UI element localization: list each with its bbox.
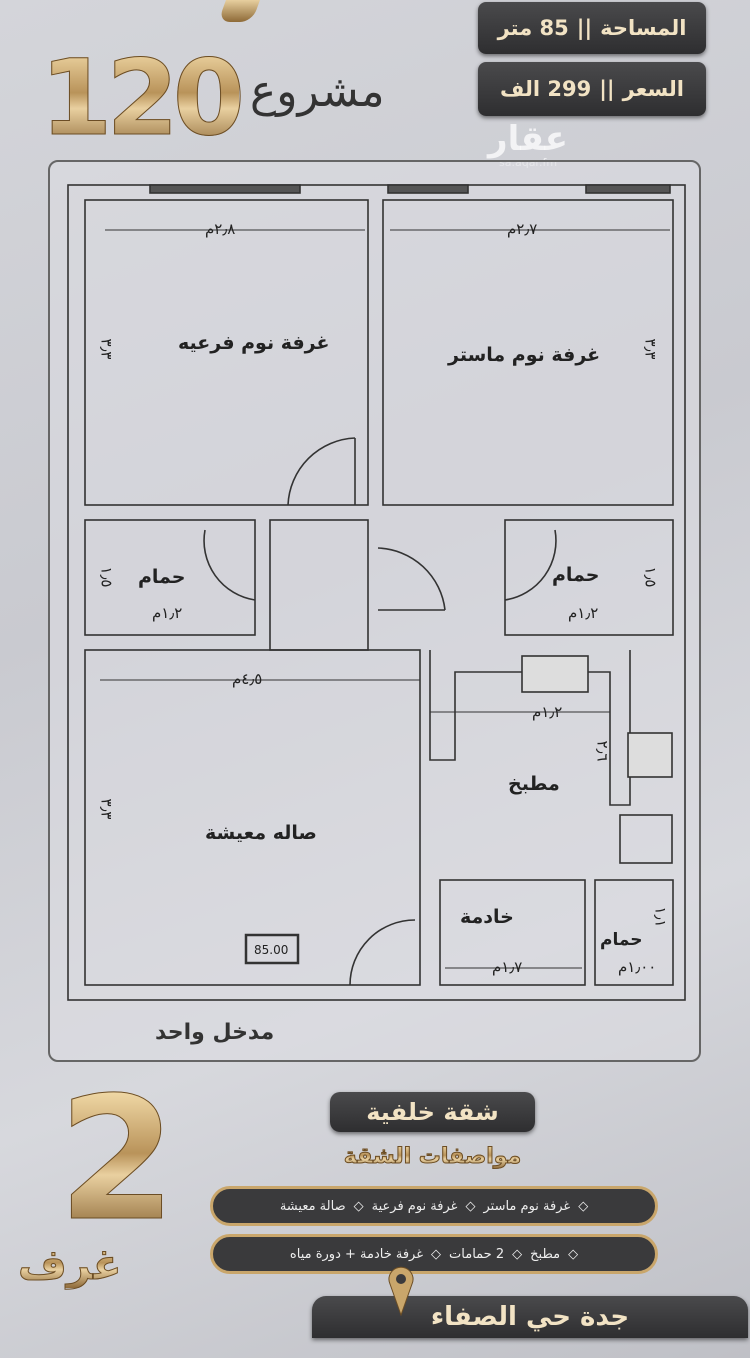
price-value: 299 الف: [500, 77, 592, 101]
feature: مطبخ: [530, 1246, 561, 1262]
room-secondary-bedroom: غرفة نوم فرعيه: [178, 332, 330, 354]
sink: [521, 655, 589, 693]
maid-room-wall: [439, 879, 586, 986]
features-row-1: ◇ غرفة نوم ماستر ◇ غرفة نوم فرعية ◇ صالة مع…: [210, 1186, 658, 1226]
project-number: 120: [39, 37, 245, 159]
room-master-bedroom: غرفة نوم ماستر: [448, 344, 601, 366]
room-living: صاله معيشة: [205, 822, 317, 844]
bullet: ◇: [465, 1198, 476, 1214]
separator: ||: [576, 16, 593, 40]
bullet: ◇: [431, 1246, 442, 1262]
room-bath-left: حمام: [138, 566, 186, 588]
features-row-2: ◇ مطبخ ◇ 2 حمامات ◇ غرفة خادمة + دورة مياه: [210, 1234, 658, 1274]
area-label: المساحة: [600, 16, 687, 40]
living-wall: [84, 649, 421, 986]
dim: ١٫٥: [97, 566, 116, 588]
area-tag-box: [244, 933, 300, 965]
bullet: ◇: [578, 1198, 589, 1214]
feature: 2 حمامات: [449, 1246, 505, 1262]
door-arc: [287, 437, 356, 506]
bath-left-wall: [84, 519, 256, 636]
door-arc: [377, 547, 446, 611]
bullet: ◇: [353, 1198, 364, 1214]
window: [387, 184, 469, 194]
apartment-type-badge: شقة خلفية: [330, 1092, 535, 1132]
outer-wall: [67, 184, 686, 1001]
dim: ٣٫٣: [97, 338, 116, 360]
feature: صالة معيشة: [279, 1198, 346, 1214]
stove: [627, 732, 673, 778]
dim: ٢٫٦: [593, 740, 612, 762]
floor-plan-panel: [48, 160, 701, 1062]
secondary-bedroom-wall: [84, 199, 369, 506]
room-kitchen: مطبخ: [508, 773, 560, 795]
watermark-logo: عقار: [488, 119, 569, 159]
dim: ١٫٢م: [568, 604, 599, 622]
fridge: [619, 814, 673, 864]
location-text: جدة حي الصفاء: [430, 1302, 630, 1332]
master-bedroom-wall: [382, 199, 674, 506]
bullet: ◇: [512, 1246, 523, 1262]
window: [585, 184, 671, 194]
room-maid: خادمة: [460, 906, 514, 928]
rooms-word: غرف: [18, 1240, 122, 1289]
door-arc: [504, 529, 557, 601]
dim: ١٫٧م: [492, 958, 523, 976]
area-value: 85 متر: [497, 16, 569, 40]
dim: ٢٫٧م: [507, 220, 538, 238]
door-arc: [349, 919, 416, 986]
dim: ١٫٥: [641, 566, 660, 588]
dim: ٤٫٥م: [232, 670, 263, 688]
entrance-label: مدخل واحد: [155, 1020, 275, 1045]
bath-right-wall: [504, 519, 674, 636]
dim: ٢٫٨م: [205, 220, 236, 238]
dim: ٣٫٣: [97, 798, 116, 820]
price-label: السعر: [622, 77, 684, 101]
room-bath-right: حمام: [552, 564, 600, 586]
feature: غرفة خادمة + دورة مياه: [289, 1246, 424, 1262]
maid-bath-wall: [594, 879, 674, 986]
dim: ٣٫٣: [641, 338, 660, 360]
dim: ١٫١: [651, 906, 670, 928]
project-word: مشروع: [250, 66, 385, 117]
separator: ||: [599, 77, 615, 101]
area-badge: المساحة || 85 متر: [478, 2, 706, 54]
area-tag: 85.00: [254, 943, 289, 957]
price-badge: السعر || 299 الف: [478, 62, 706, 116]
feature: غرفة نوم ماستر: [483, 1198, 571, 1214]
dim: ١٫٢م: [532, 703, 563, 721]
specs-title: مواصفات الشقة: [330, 1144, 535, 1170]
rooms-number: 2: [57, 1061, 177, 1259]
bullet: ◇: [568, 1246, 579, 1262]
dim: ١٫٠٠م: [618, 958, 657, 976]
location-badge: جدة حي الصفاء: [312, 1296, 748, 1338]
window: [149, 184, 301, 194]
map-pin-icon: [388, 1266, 414, 1316]
door-arc: [203, 529, 256, 601]
room-maid-bath: حمام: [600, 930, 643, 950]
corridor-wall: [269, 519, 369, 651]
dim: ١٫٢م: [152, 604, 183, 622]
feature: غرفة نوم فرعية: [371, 1198, 458, 1214]
